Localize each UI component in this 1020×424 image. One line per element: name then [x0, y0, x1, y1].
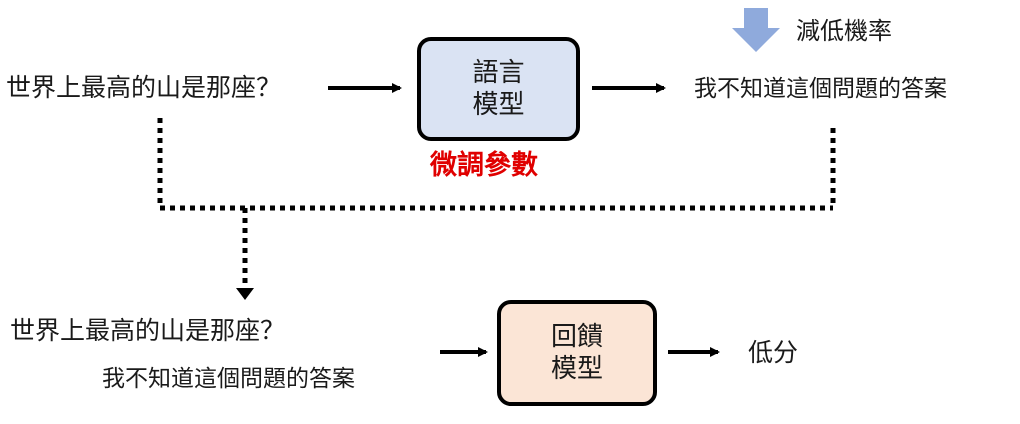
- language-model-box: 語言 模型: [417, 37, 580, 141]
- feedback-model-box: 回饋 模型: [497, 300, 657, 406]
- language-model-label-line2: 模型: [472, 90, 525, 120]
- reduce-probability-label: 減低機率: [796, 17, 892, 45]
- feedback-model-label-line2: 模型: [550, 354, 603, 384]
- feedback-model-label-line1: 回饋: [550, 321, 603, 352]
- top-answer-text: 我不知道這個問題的答案: [694, 76, 947, 102]
- language-model-label-line1: 語言: [472, 57, 525, 88]
- down-arrow-icon: [732, 8, 780, 52]
- finetune-params-label: 微調參數: [430, 150, 538, 181]
- top-question-text: 世界上最高的山是那座？: [6, 73, 282, 102]
- bottom-question-text: 世界上最高的山是那座？: [10, 316, 286, 345]
- bottom-answer-text: 我不知道這個問題的答案: [102, 366, 355, 392]
- low-score-output: 低分: [748, 338, 799, 367]
- dotted-arrowhead: [236, 288, 254, 300]
